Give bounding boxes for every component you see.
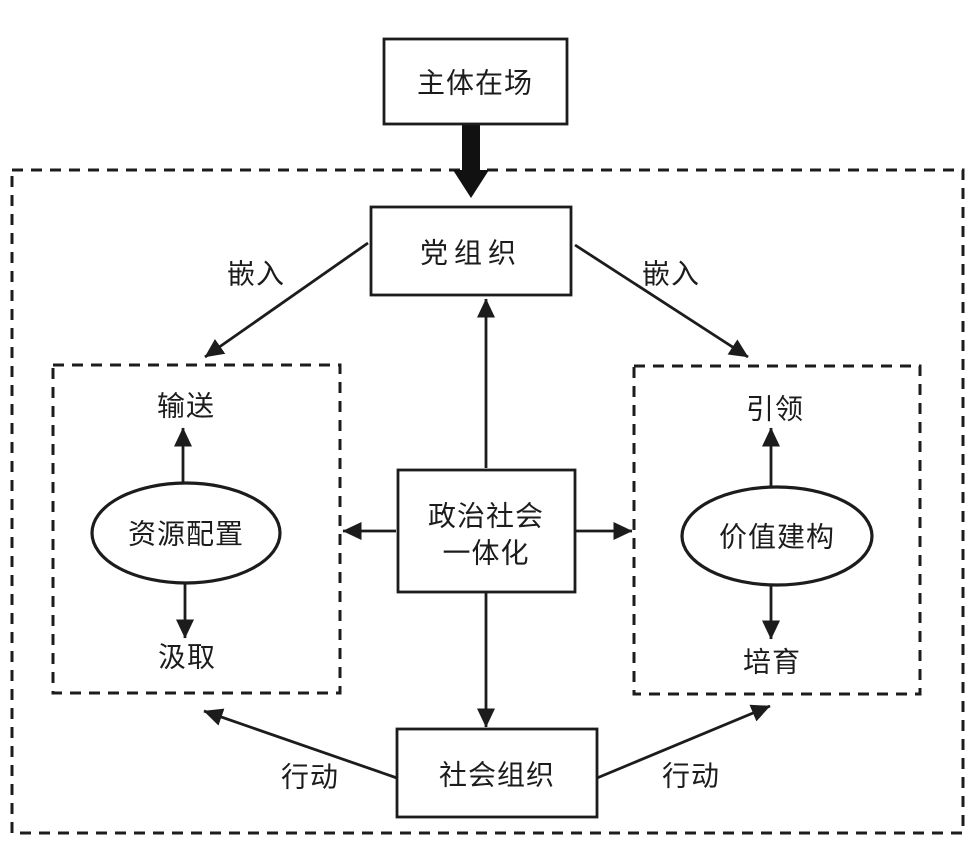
arrow-social-to-resource-box <box>203 708 398 780</box>
node-social-label: 社会组织 <box>439 760 555 791</box>
edge-label-embed-right: 嵌入 <box>642 259 700 290</box>
value-dashed-box <box>632 364 922 696</box>
resource-dashed-box <box>51 363 342 695</box>
thick-arrow-subject-to-party <box>453 124 489 198</box>
arrow-social-to-value-box <box>596 704 771 780</box>
edge-label-embed-left: 嵌入 <box>227 259 285 290</box>
node-party-label: 党组织 <box>420 238 522 269</box>
edge-label-extract: 汲取 <box>158 642 216 673</box>
edge-label-transport: 输送 <box>157 391 215 422</box>
node-value-label: 价值建构 <box>719 522 835 553</box>
node-subject-box <box>382 37 569 126</box>
edge-label-action-right: 行动 <box>662 761 720 792</box>
node-integration-label-line1: 政治社会 <box>428 501 544 532</box>
node-integration-label-line2: 一体化 <box>442 538 529 569</box>
node-party-box <box>369 205 573 297</box>
node-value-ellipse <box>680 485 874 587</box>
node-social-box <box>395 727 599 819</box>
edge-label-cultivate: 培育 <box>743 647 801 678</box>
edge-label-action-left: 行动 <box>281 762 339 793</box>
node-integration-box <box>396 468 577 594</box>
edge-label-lead: 引领 <box>746 394 804 425</box>
node-resource-label: 资源配置 <box>128 519 244 550</box>
arrow-party-to-value-box <box>574 243 749 359</box>
arrow-party-to-resource-box <box>204 241 369 359</box>
node-subject-label: 主体在场 <box>417 68 533 99</box>
node-resource-ellipse <box>90 481 282 585</box>
